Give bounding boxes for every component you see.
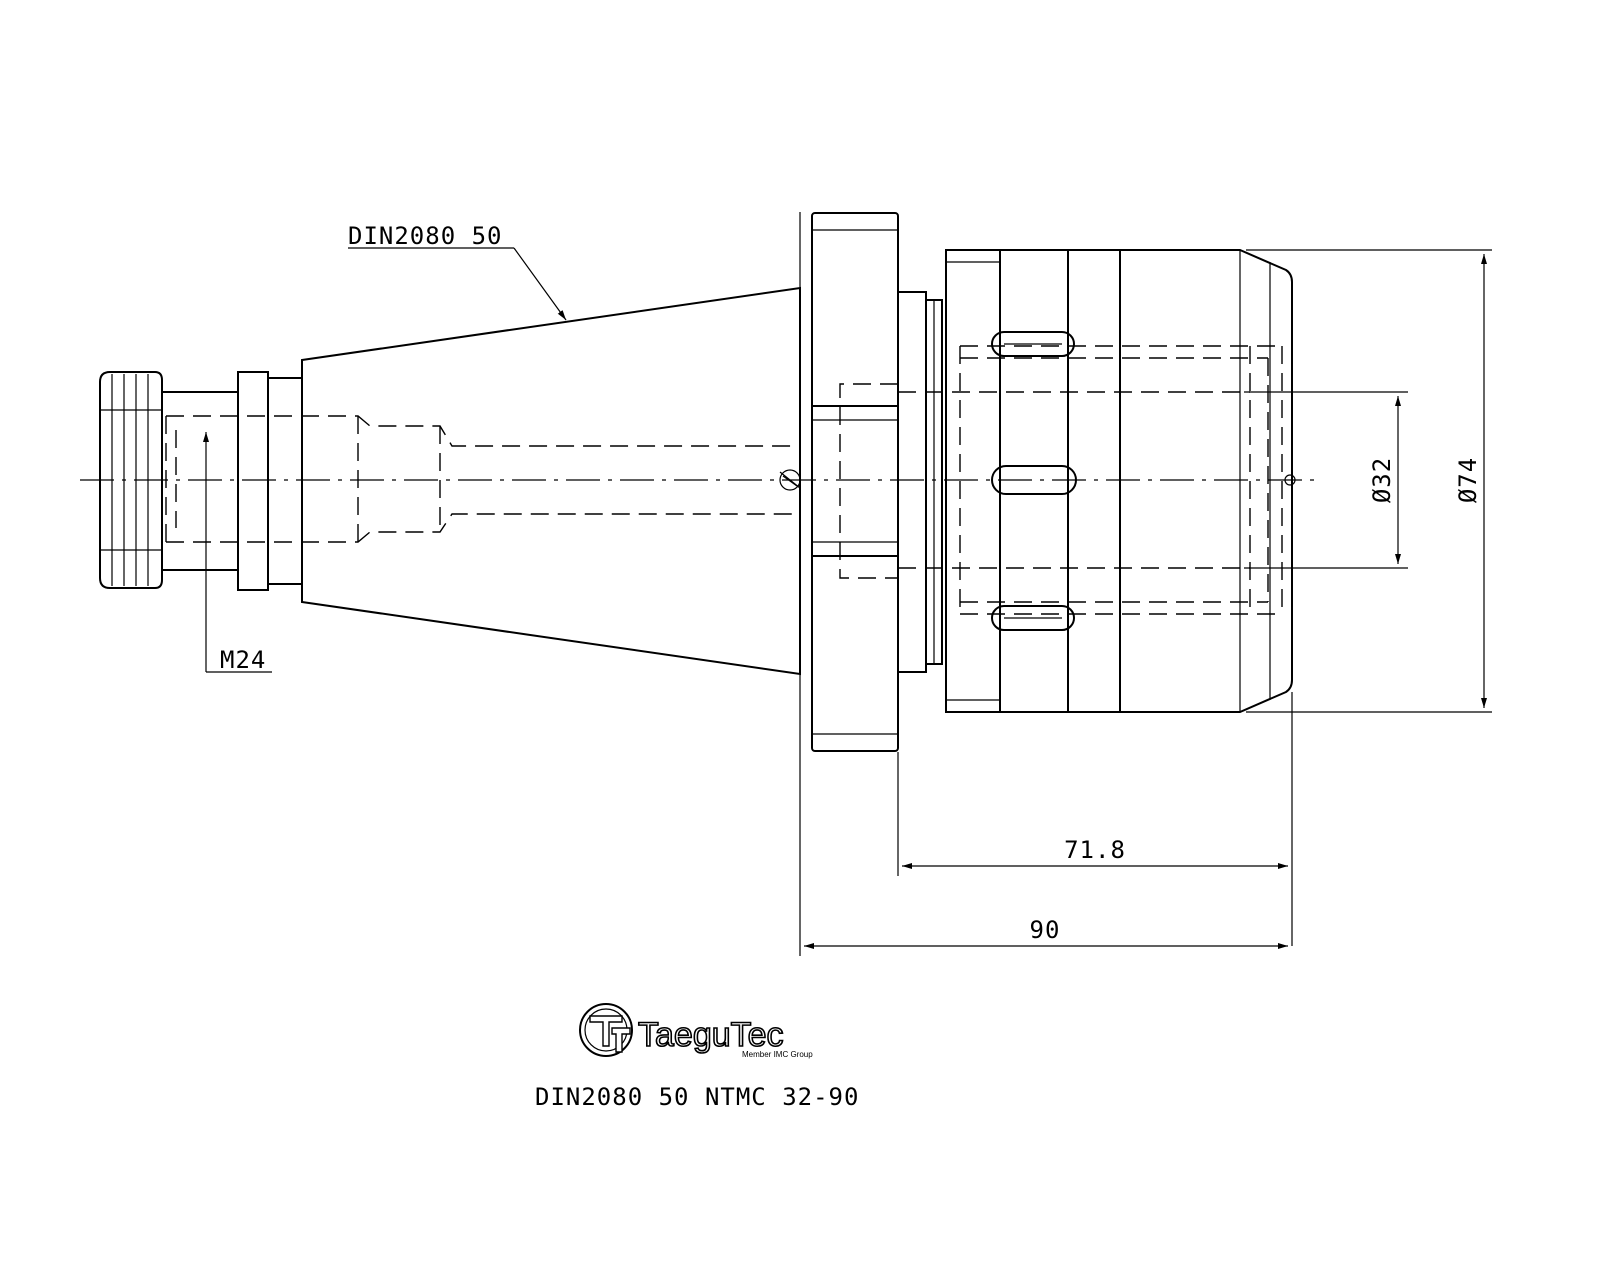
brand-tagline: Member IMC Group <box>742 1050 813 1059</box>
neck-rings <box>897 291 943 673</box>
hidden-bore <box>165 415 800 543</box>
brand-name: TaeguTec <box>638 1016 784 1054</box>
overall-length-label: 90 <box>1030 916 1061 944</box>
bore-diameter-label: Ø32 <box>1368 457 1396 503</box>
taegutec-logo: TaeguTec Member IMC Group <box>579 1003 813 1059</box>
callout-taper: DIN2080 50 <box>348 222 567 321</box>
flange <box>779 212 899 752</box>
dimension-outer-diameter: Ø74 <box>1246 249 1492 713</box>
taegutec-emblem-icon <box>579 1003 633 1057</box>
nose-length-label: 71.8 <box>1064 836 1126 864</box>
part-number: DIN2080 50 NTMC 32-90 <box>535 1083 859 1111</box>
dimension-bore-diameter: Ø32 <box>1244 391 1408 569</box>
callout-thread: M24 <box>203 432 272 674</box>
pull-stud <box>99 371 303 591</box>
hidden-collet <box>898 345 1283 615</box>
dimension-nose-length: 71.8 <box>897 692 1293 946</box>
chuck-body <box>945 249 1296 713</box>
thread-label: M24 <box>220 646 266 674</box>
outer-diameter-label: Ø74 <box>1454 457 1482 503</box>
dimension-overall-length: 90 <box>799 212 1288 956</box>
taper-label: DIN2080 50 <box>348 222 503 250</box>
taper-shank <box>301 286 801 676</box>
